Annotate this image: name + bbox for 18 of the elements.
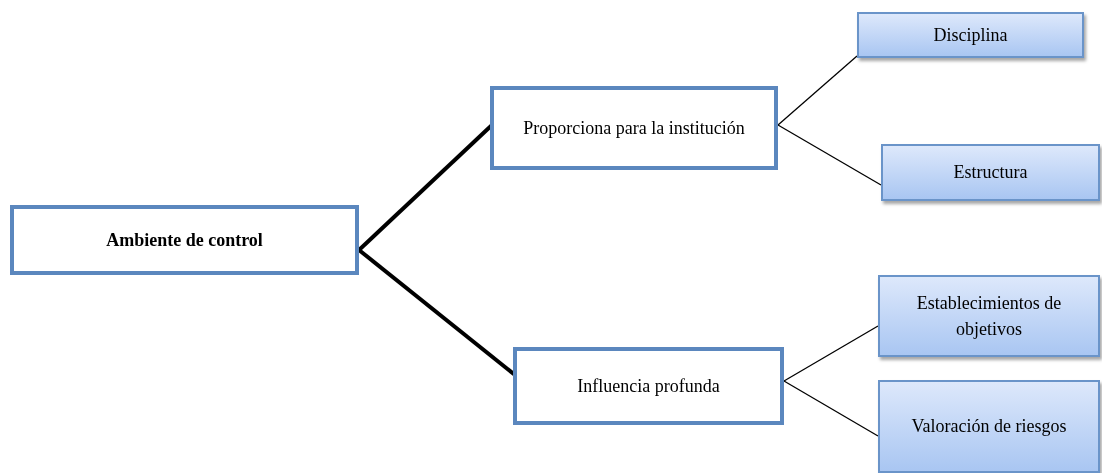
box-label: Influencia profunda [576, 374, 721, 398]
subtopic-box [857, 12, 1084, 58]
box-label: Estructura [952, 161, 1029, 185]
box-label: Disciplina [932, 23, 1009, 47]
topic-box [513, 347, 784, 425]
box-label: Ambiente de control [105, 228, 264, 252]
connector-line [783, 325, 879, 382]
connector-line [777, 55, 858, 126]
subtopic-box [881, 144, 1100, 201]
subtopic-box [878, 275, 1100, 357]
connector-line [777, 124, 882, 186]
box-label: Valoración de riesgos [910, 415, 1068, 439]
box-label: Establecimientos de objetivos [915, 291, 1063, 341]
connector-line [783, 380, 879, 437]
topic-box [490, 86, 778, 170]
subtopic-box [878, 380, 1100, 473]
topic-box [10, 205, 359, 275]
box-label: Proporciona para la institución [522, 116, 746, 140]
